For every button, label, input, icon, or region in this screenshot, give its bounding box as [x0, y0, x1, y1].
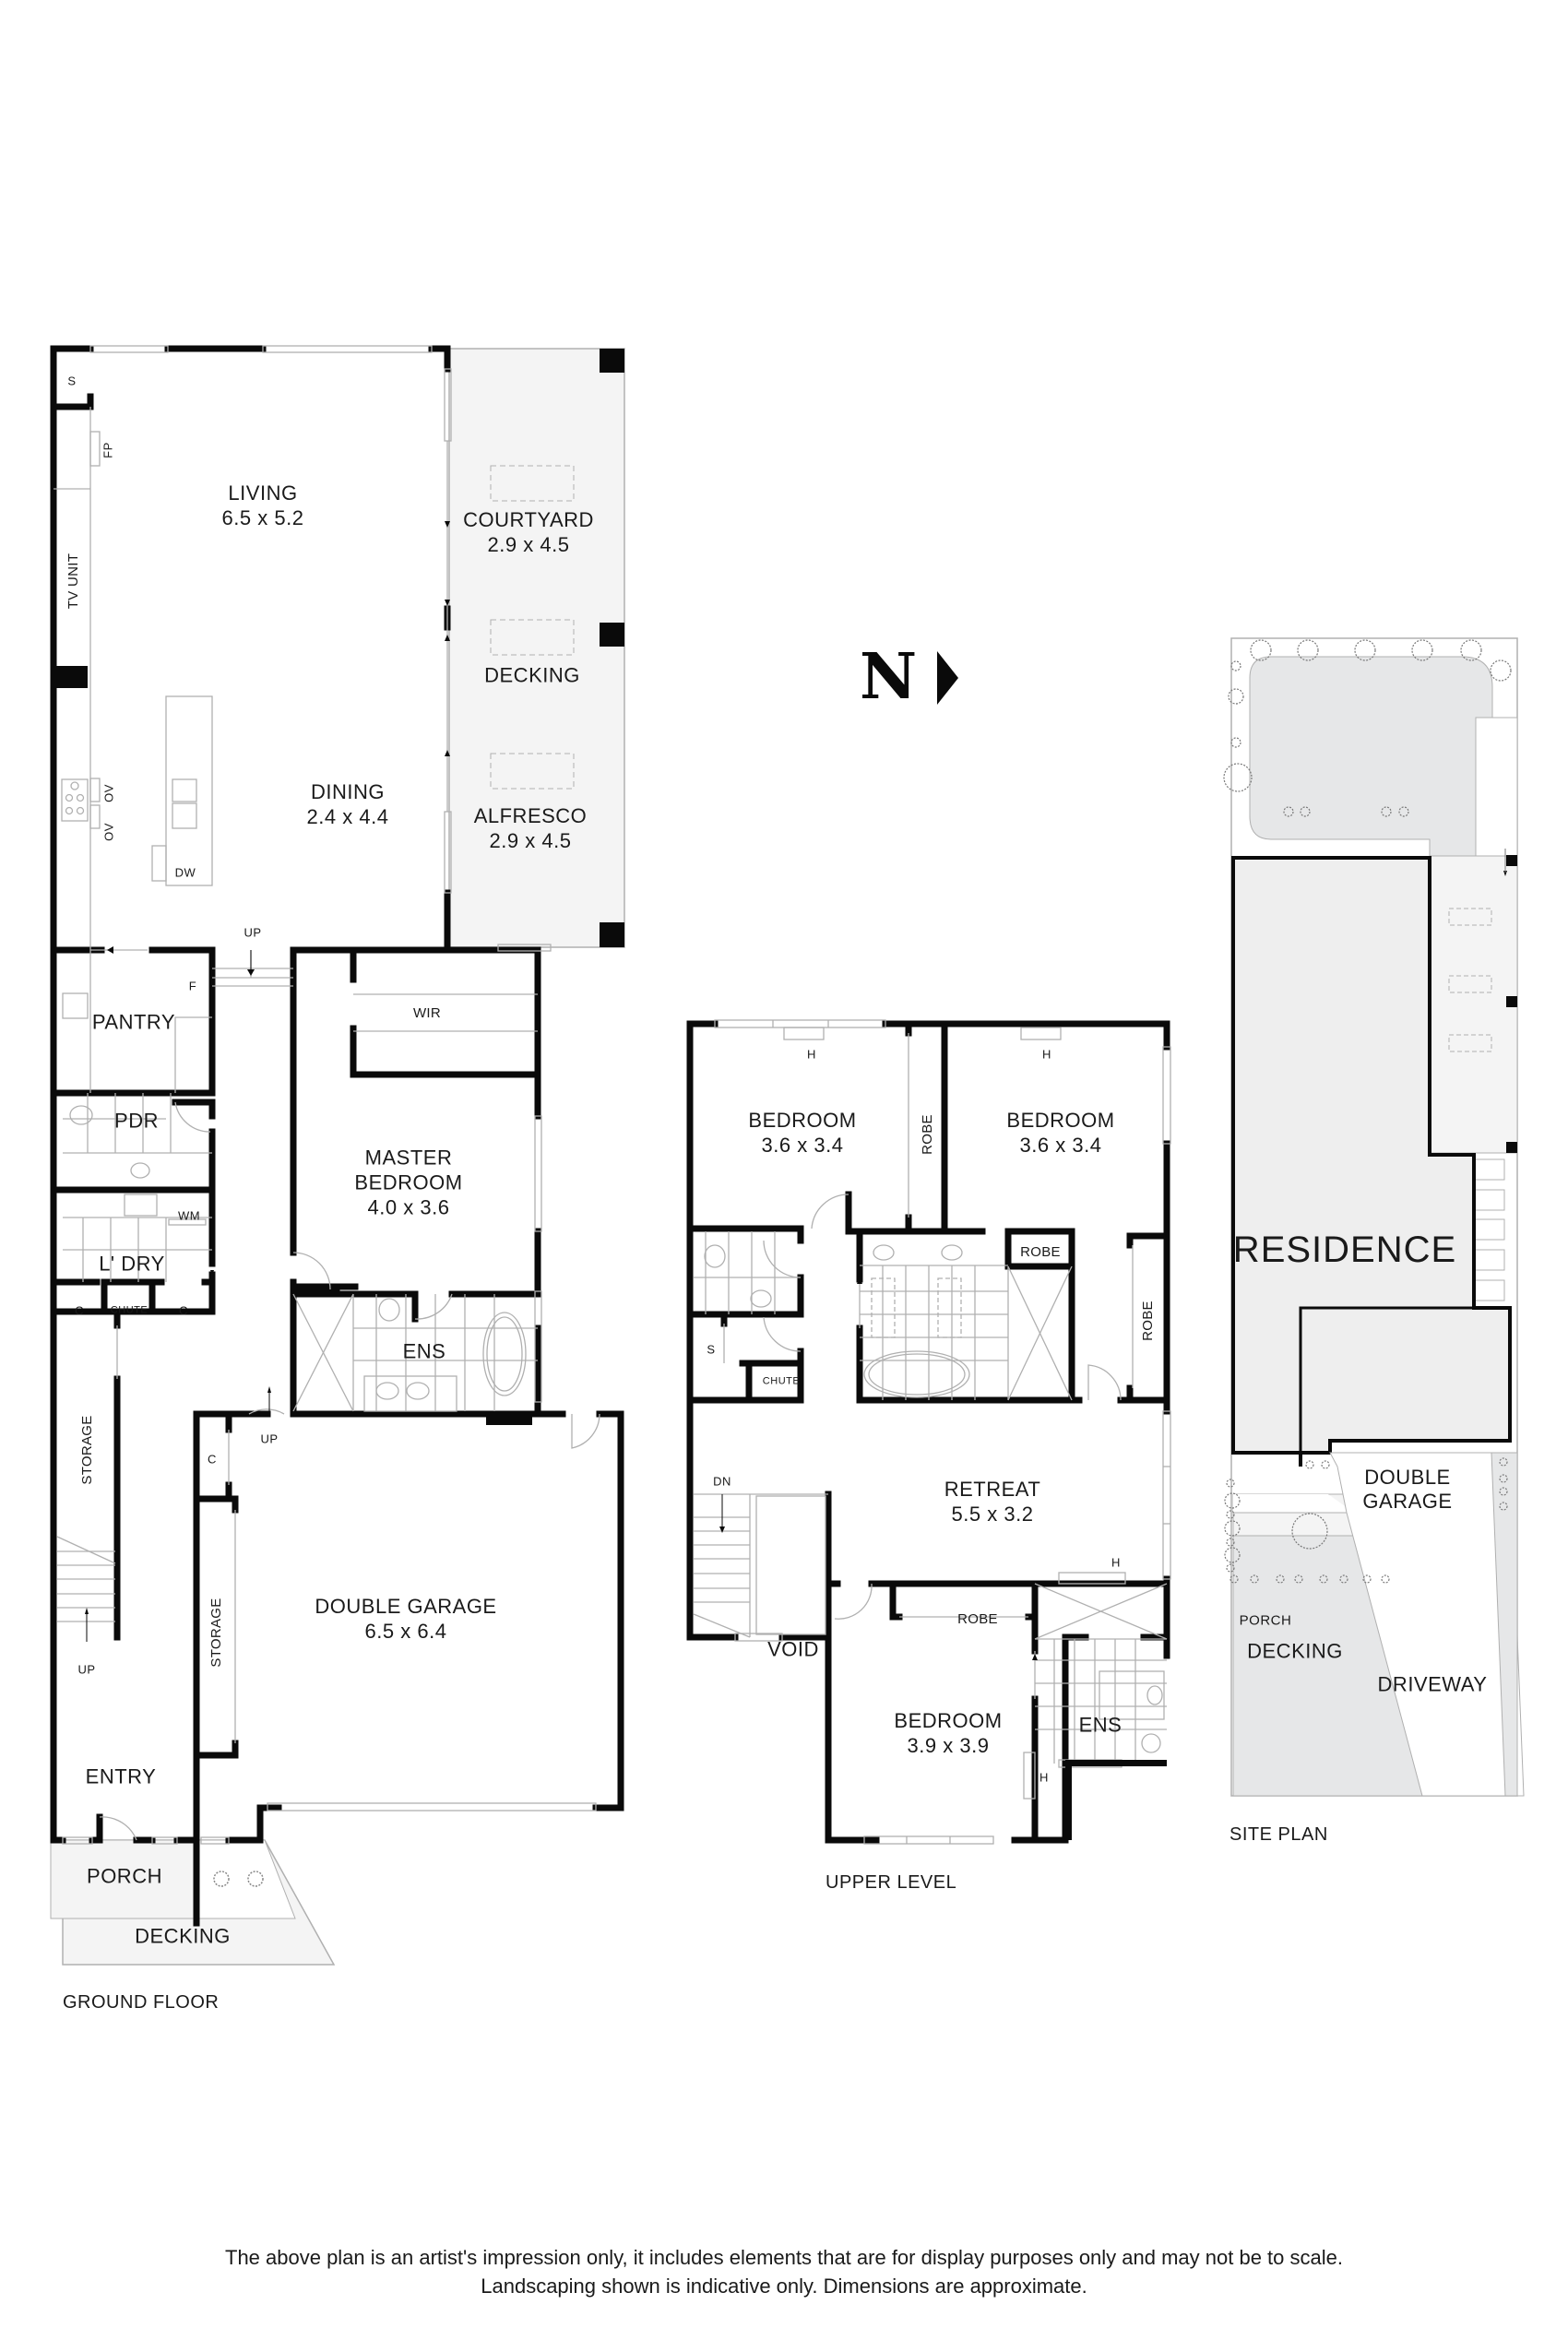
alfresco-area	[448, 348, 625, 948]
north-arrow-icon	[937, 651, 958, 705]
room-name: ALFRESCO	[473, 804, 588, 827]
room-master-bedroom: MASTER BEDROOM 4.0 x 3.6	[354, 1146, 462, 1220]
room-bedroom-1: BEDROOM 3.6 x 3.4	[748, 1108, 856, 1158]
room-robe-1: ROBE	[920, 1114, 935, 1155]
room-alfresco: ALFRESCO 2.9 x 4.5	[474, 803, 588, 853]
fixture-dishwasher: DW	[174, 865, 196, 880]
room-dims: 2.9 x 4.5	[489, 829, 572, 852]
room-dining: DINING 2.4 x 4.4	[307, 779, 389, 829]
site-decking: DECKING	[1247, 1639, 1343, 1663]
site-porch: PORCH	[1239, 1612, 1292, 1629]
room-name: BEDROOM	[748, 1109, 857, 1132]
room-decking-rear: DECKING	[484, 663, 580, 687]
room-name: DOUBLE GARAGE	[315, 1595, 497, 1618]
fixture-heater-3: H	[1111, 1555, 1121, 1570]
fixture-washing-machine: WM	[177, 1208, 201, 1223]
room-name-line2: BEDROOM	[354, 1170, 463, 1194]
room-double-garage: DOUBLE GARAGE 6.5 x 6.4	[315, 1594, 496, 1644]
fixture-fridge: F	[188, 979, 197, 993]
fixture-cupboard-2: C	[179, 1303, 188, 1318]
room-laundry: L' DRY	[99, 1252, 165, 1276]
room-retreat: RETREAT 5.5 x 3.2	[944, 1477, 1041, 1526]
room-pantry: PANTRY	[91, 1010, 176, 1034]
room-robe-4: ROBE	[957, 1611, 998, 1627]
fixture-cupboard-garage: C	[208, 1452, 217, 1467]
room-dims: 6.5 x 6.4	[364, 1620, 447, 1643]
fixture-tv-unit: TV UNIT	[65, 552, 81, 610]
room-name: RETREAT	[944, 1478, 1041, 1501]
fixture-s: S	[67, 374, 77, 388]
room-bedroom-3: BEDROOM 3.9 x 3.9	[894, 1708, 1002, 1758]
room-bedroom-2: BEDROOM 3.6 x 3.4	[1006, 1108, 1114, 1158]
site-double-garage: DOUBLE GARAGE	[1362, 1466, 1452, 1514]
upper-level-plan	[686, 1019, 1171, 1845]
room-dims: 3.6 x 3.4	[1019, 1134, 1102, 1157]
upper-level-title: UPPER LEVEL	[826, 1872, 957, 1893]
ground-floor-plan	[50, 345, 625, 1966]
site-garage-line1: DOUBLE	[1364, 1466, 1451, 1489]
room-dims: 3.6 x 3.4	[761, 1134, 844, 1157]
disclaimer-footer: The above plan is an artist's impression…	[0, 2243, 1568, 2300]
fixture-heater-2: H	[1042, 1047, 1051, 1062]
room-decking-front: DECKING	[135, 1924, 231, 1948]
fixture-s-upper: S	[707, 1342, 716, 1357]
room-dims: 3.9 x 3.9	[907, 1734, 990, 1757]
site-garage-line2: GARAGE	[1362, 1490, 1453, 1513]
room-storage-garage: STORAGE	[208, 1598, 224, 1668]
room-name: DINING	[310, 780, 385, 803]
room-name: MASTER	[364, 1146, 453, 1170]
room-name: LIVING	[228, 481, 298, 505]
room-storage-hall: STORAGE	[79, 1415, 95, 1485]
site-plan-drawing	[1223, 637, 1525, 1797]
room-dims: 5.5 x 3.2	[951, 1503, 1034, 1526]
site-residence: RESIDENCE	[1232, 1229, 1457, 1270]
north-label: N	[860, 640, 918, 714]
fixture-chute: CHUTE	[110, 1304, 148, 1316]
room-pdr: PDR	[114, 1109, 159, 1133]
fixture-fireplace: FP	[101, 442, 115, 458]
fixture-cupboard-1: C	[75, 1303, 84, 1318]
fixture-chute-upper: CHUTE	[762, 1375, 801, 1387]
ground-floor-title: GROUND FLOOR	[63, 1992, 220, 2013]
label-up-stairs: UP	[77, 1662, 96, 1677]
room-wir: WIR	[412, 1005, 442, 1021]
label-down-stairs: DN	[713, 1474, 731, 1489]
front-garden-bed	[196, 1839, 296, 1919]
room-void: VOID	[767, 1637, 819, 1661]
room-ensuite: ENS	[402, 1339, 446, 1363]
room-dims: 4.0 x 3.6	[367, 1195, 450, 1219]
room-dims: 2.9 x 4.5	[487, 533, 570, 556]
room-porch: PORCH	[87, 1864, 162, 1888]
fixture-oven-2: OV	[101, 823, 116, 841]
fixture-heater-4: H	[1039, 1770, 1049, 1785]
room-dims: 2.4 x 4.4	[306, 805, 389, 828]
label-up-garage: UP	[260, 1431, 279, 1446]
room-dims: 6.5 x 5.2	[221, 506, 304, 529]
fixture-heater-1: H	[807, 1047, 816, 1062]
room-ensuite-upper: ENS	[1078, 1713, 1123, 1737]
room-living: LIVING 6.5 x 5.2	[222, 481, 304, 530]
site-plan-title: SITE PLAN	[1229, 1824, 1328, 1845]
room-name: BEDROOM	[894, 1709, 1003, 1732]
disclaimer-line-1: The above plan is an artist's impression…	[225, 2246, 1343, 2269]
room-robe-2: ROBE	[1020, 1244, 1061, 1260]
room-robe-3: ROBE	[1140, 1301, 1156, 1341]
room-name: COURTYARD	[463, 508, 594, 531]
room-courtyard: COURTYARD 2.9 x 4.5	[463, 507, 594, 557]
disclaimer-line-2: Landscaping shown is indicative only. Di…	[481, 2275, 1087, 2298]
fixture-oven-1: OV	[101, 784, 116, 802]
label-up-kitchen: UP	[244, 925, 262, 940]
front-porch-area	[50, 1839, 196, 1919]
room-name: BEDROOM	[1006, 1109, 1115, 1132]
room-entry: ENTRY	[85, 1764, 157, 1788]
site-driveway: DRIVEWAY	[1377, 1672, 1488, 1696]
